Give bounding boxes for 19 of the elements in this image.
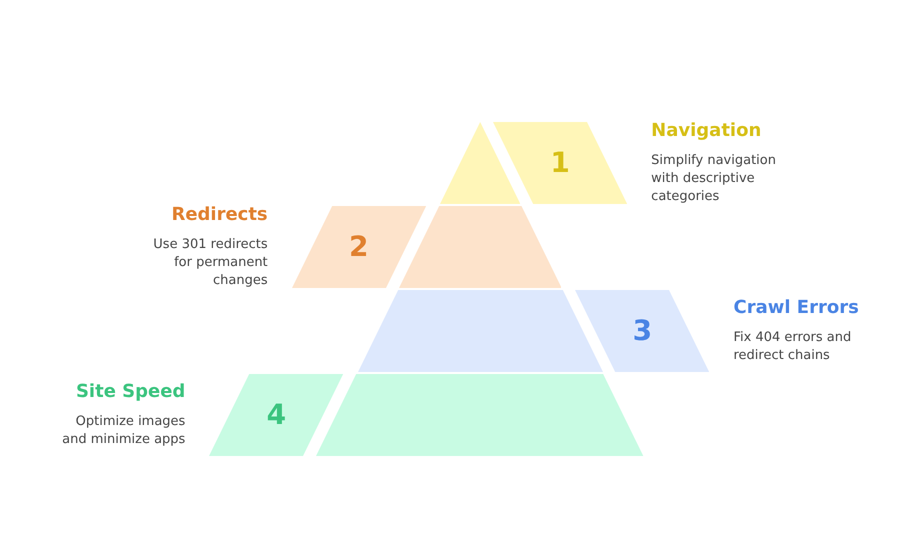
step-number: 4	[266, 399, 286, 431]
step-number: 1	[550, 147, 570, 179]
pyramid-tier	[398, 206, 562, 288]
step-heading: Site Speed	[76, 381, 186, 403]
pyramid-tier	[440, 122, 520, 204]
step-description: Optimize images and minimize apps	[61, 413, 186, 449]
step-description: Use 301 redirects for permanent changes	[152, 236, 268, 290]
number-panel	[292, 206, 426, 288]
number-panel	[209, 374, 344, 456]
step-heading: Navigation	[651, 120, 762, 142]
pyramid-tier	[358, 290, 602, 372]
step-number: 3	[632, 315, 652, 347]
step-description: Simplify navigation with descriptive categories	[651, 152, 777, 206]
number-panel	[493, 122, 628, 204]
step-description: Fix 404 errors and redirect chains	[734, 329, 852, 365]
step-number: 2	[349, 231, 368, 263]
step-heading: Redirects	[171, 204, 268, 226]
step-heading: Crawl Errors	[734, 297, 859, 319]
number-panel	[575, 290, 710, 372]
